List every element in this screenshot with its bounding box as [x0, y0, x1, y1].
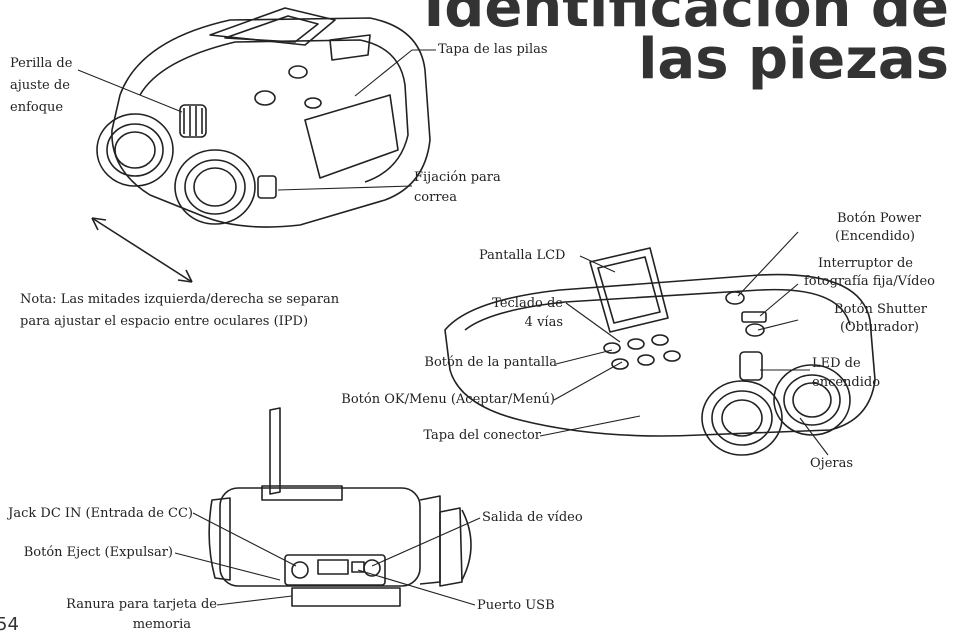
mode-switch-label-1: Interruptor de [818, 256, 913, 271]
video-out-label: Salida de vídeo [482, 510, 583, 525]
shutter-button-label-1: Botón Shutter [834, 302, 927, 317]
focus-knob-label-3: enfoque [10, 100, 64, 115]
page-title-line2: las piezas [638, 27, 949, 92]
four-way-pad-label-2: 4 vías [524, 315, 563, 330]
binocular-top-view [96, 7, 431, 228]
power-button-label-2: (Encendido) [835, 229, 915, 244]
note-line1: Nota: Las mitades izquierda/derecha se s… [20, 292, 340, 307]
binocular-bottom-view [208, 407, 472, 607]
ipd-double-arrow [91, 217, 193, 283]
connector-cover-label: Tapa del conector [423, 428, 541, 443]
ok-menu-button-label: Botón OK/Menu (Aceptar/Menú) [341, 392, 555, 407]
memory-slot-label-2: memoria [132, 617, 191, 632]
strap-mount-label-2: correa [414, 190, 457, 205]
focus-knob-label-1: Perilla de [10, 56, 73, 71]
focus-knob-label-2: ajuste de [10, 78, 70, 93]
usb-port-label: Puerto USB [477, 598, 555, 613]
note-line2: para ajustar el espacio entre oculares (… [20, 314, 309, 329]
memory-slot-label-1: Ranura para tarjeta de [66, 597, 217, 612]
eyecups-label: Ojeras [810, 456, 854, 471]
shutter-button-label-2: (Obturador) [839, 320, 919, 335]
page-title-line1: Identificación de [423, 0, 949, 40]
four-way-pad-label-1: Teclado de [492, 296, 563, 311]
battery-cover-label: Tapa de las pilas [438, 42, 548, 57]
power-led-label-1: LED de [812, 356, 861, 371]
lcd-screen-label: Pantalla LCD [479, 248, 566, 263]
dc-in-jack-label: Jack DC IN (Entrada de CC) [8, 506, 193, 521]
display-button-label: Botón de la pantalla [424, 355, 557, 370]
leader-lines [77, 49, 829, 606]
page-number: 54 [0, 614, 19, 635]
mode-switch-label-2: fotografía fija/Vídeo [803, 274, 935, 289]
eject-button-label: Botón Eject (Expulsar) [23, 545, 173, 560]
strap-mount-label-1: Fijación para [414, 170, 501, 185]
binocular-rear-view [444, 247, 876, 456]
power-led-label-2: encendido [812, 375, 881, 390]
power-button-label-1: Botón Power [836, 211, 921, 226]
